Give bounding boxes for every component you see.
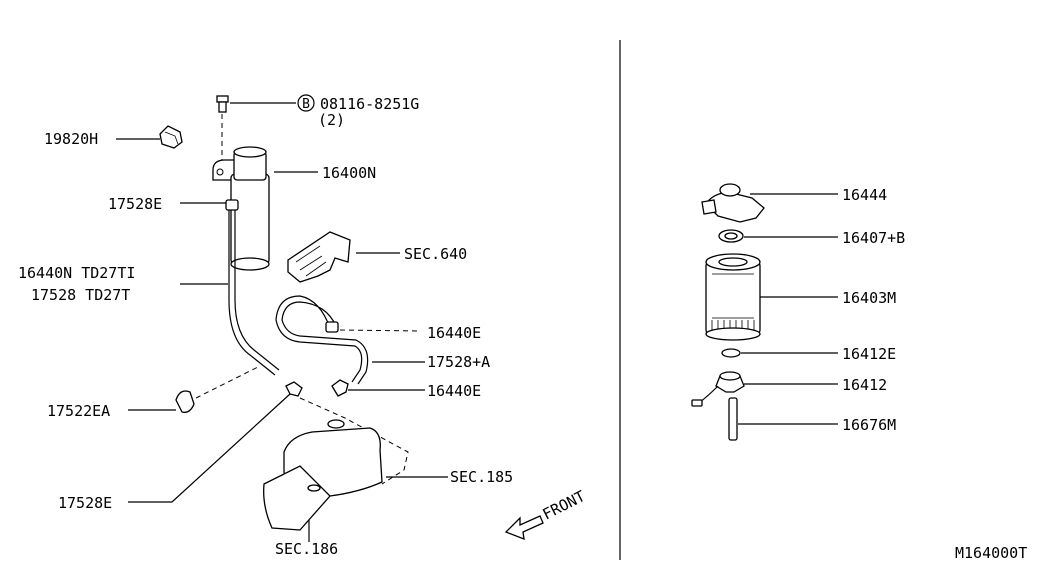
clip-ea-icon: [128, 365, 261, 413]
fuel-filter: [705, 253, 838, 341]
label-sec-185: SEC.185: [450, 468, 513, 486]
return-hose: [275, 295, 425, 385]
seal-ring: [718, 229, 838, 243]
filter-housing: [212, 146, 318, 271]
label-filter-housing: 16400N: [322, 164, 376, 182]
bolt-badge-label: B: [302, 97, 310, 112]
drain-pipe: [728, 397, 838, 441]
label-clip: 19820H: [44, 130, 98, 148]
label-bolt-code: 08116-8251G: [320, 95, 419, 113]
label-clamp-a: 17528+A: [427, 353, 490, 371]
bolt-badge-b-icon: B: [297, 94, 315, 112]
label-hose-line-2: 17528 TD27T: [31, 286, 130, 304]
label-hose-clamp-top: 17528E: [108, 195, 162, 213]
label-sensor: 16412: [842, 376, 887, 394]
bracket-sec-640: [287, 231, 400, 283]
label-bolt-qty: (2): [318, 111, 345, 129]
fuel-tank: [263, 397, 448, 542]
label-sec-186: SEC.186: [275, 540, 338, 558]
label-hose-e-upper: 16440E: [427, 324, 481, 342]
label-hose-e-lower: 16440E: [427, 382, 481, 400]
label-priming-pump: 16444: [842, 186, 887, 204]
clip-icon: [116, 125, 183, 149]
label-clip-ea: 17522EA: [47, 402, 110, 420]
label-hose-clamp-bottom: 17528E: [58, 494, 112, 512]
water-sensor: [691, 371, 838, 407]
lower-clamp-icon: [331, 379, 425, 397]
bolt: [216, 95, 296, 160]
label-sec-640: SEC.640: [404, 245, 467, 263]
label-hose-line-1: 16440N TD27TI: [18, 264, 135, 282]
label-front: FRONT: [540, 487, 588, 524]
o-ring: [721, 348, 838, 358]
label-seal-ring: 16407+B: [842, 229, 905, 247]
priming-pump: [701, 183, 838, 223]
label-drain-pipe: 16676M: [842, 416, 896, 434]
fuel-hose-main: [180, 199, 280, 376]
lower-hose-clamp-icon: [128, 381, 303, 503]
label-fuel-filter: 16403M: [842, 289, 896, 307]
front-arrow-icon: [504, 515, 544, 541]
label-o-ring: 16412E: [842, 345, 896, 363]
figure-code: M164000T: [955, 544, 1027, 562]
